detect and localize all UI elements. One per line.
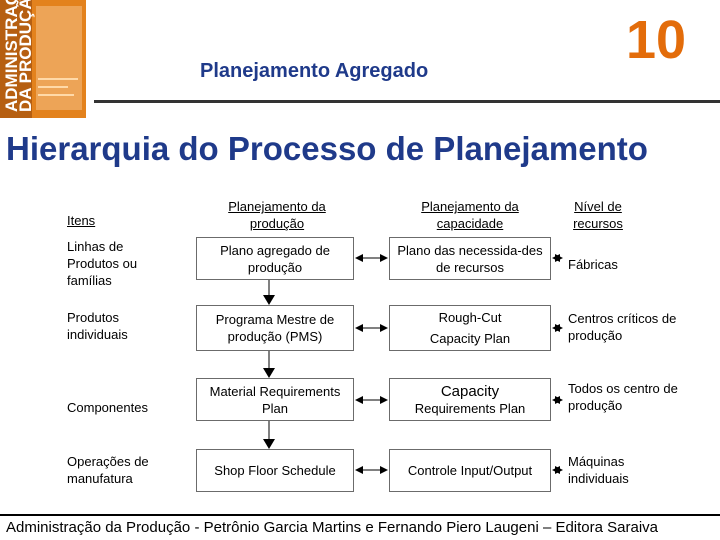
cover-decor-line <box>38 86 68 88</box>
box-text: Material Requirements Plan <box>209 383 341 416</box>
production-plan-box: Programa Mestre de produção (PMS) <box>196 305 354 351</box>
row-item-label: Componentes <box>67 400 148 415</box>
arrow-down-icon <box>263 351 275 378</box>
chapter-number: 10 <box>626 10 687 70</box>
capacity-plan-box: Rough-Cut Capacity Plan <box>389 305 551 351</box>
arrow-down-icon <box>263 421 275 449</box>
resource-level-label: Todos os centro de produção <box>568 381 678 413</box>
box-text: Plano das necessida-des de recursos <box>397 242 543 275</box>
header-divider <box>94 100 720 103</box>
box-text: Plano agregado de produção <box>220 242 330 275</box>
capacity-plan-box: Capacity Requirements Plan <box>389 378 551 421</box>
box-text: Programa Mestre de produção (PMS) <box>215 312 335 344</box>
column-header-itens: Itens <box>67 213 96 228</box>
row-item-label: Produtos individuais <box>67 310 128 342</box>
arrow-down-icon <box>263 280 275 305</box>
box-text: Shop Floor Schedule <box>214 463 336 478</box>
cover-title-word-2: DA PRODUÇÃO <box>16 0 35 112</box>
production-plan-box: Shop Floor Schedule <box>196 449 354 492</box>
resource-level-label: Centros críticos de produção <box>568 311 677 343</box>
capacity-plan-box: Controle Input/Output <box>389 449 551 492</box>
slide-title: Hierarquia do Processo de Planejamento <box>6 130 648 167</box>
production-plan-box: Material Requirements Plan <box>196 378 354 421</box>
capacity-plan-box: Plano das necessida-des de recursos <box>389 237 551 280</box>
cover-decor-line <box>38 94 74 96</box>
resource-level-label: Máquinas individuais <box>568 454 629 486</box>
cover-panel <box>36 6 82 110</box>
box-text: Controle Input/Output <box>407 463 533 478</box>
production-plan-box: Plano agregado de produção <box>196 237 354 280</box>
row-item-label: Linhas de Produtos ou famílias <box>67 239 138 288</box>
box-text-line-2: Capacity Plan <box>429 331 511 346</box>
footer-divider <box>0 514 720 516</box>
chapter-subtitle: Planejamento Agregado <box>200 60 429 82</box>
cover-strip <box>0 0 32 118</box>
cover-decor-line <box>38 78 78 80</box>
column-header-production: Planejamento da produção <box>228 199 326 231</box>
row-item-label: Operações de manufatura <box>67 454 149 486</box>
column-header-capacity: Planejamento da capacidade <box>421 199 519 231</box>
box-text-line-1: Rough-Cut <box>438 310 502 325</box>
box-text-line-1: Capacity <box>440 382 500 400</box>
column-header-resources: Nível de recursos <box>573 199 623 231</box>
book-cover: ADMINISTRAÇÃO DA PRODUÇÃO <box>0 0 86 118</box>
footer-citation: Administração da Produção - Petrônio Gar… <box>6 519 659 536</box>
box-text-line-2: Requirements Plan <box>414 400 526 416</box>
resource-level-label: Fábricas <box>568 257 618 272</box>
